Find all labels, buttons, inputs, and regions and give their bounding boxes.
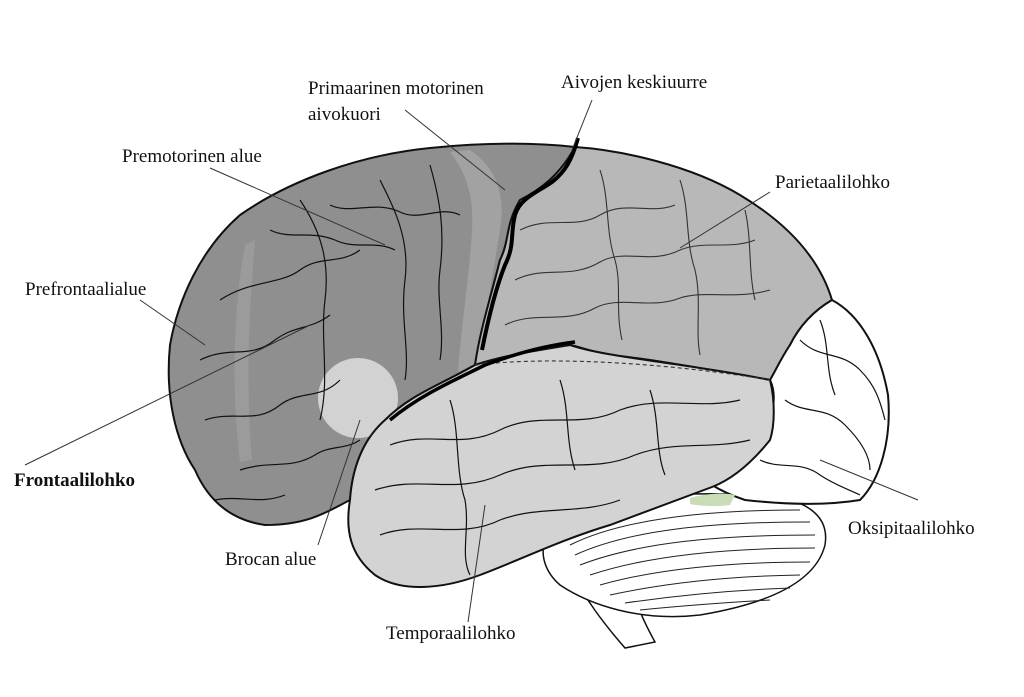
leader-central-sulcus [572,100,592,150]
label-temporal: Temporaalilohko [386,623,516,645]
label-frontal: Frontaalilohko [14,470,135,492]
label-primary-motor-2: aivokuori [308,104,381,126]
label-primary-motor-1: Primaarinen motorinen [308,78,484,100]
label-broca: Brocan alue [225,549,316,571]
label-premotor: Premotorinen alue [122,146,262,168]
label-parietal: Parietaalilohko [775,172,890,194]
label-prefrontal: Prefrontaalialue [25,279,146,301]
label-central-sulcus: Aivojen keskiuurre [561,72,707,94]
label-occipital: Oksipitaalilohko [848,518,975,540]
